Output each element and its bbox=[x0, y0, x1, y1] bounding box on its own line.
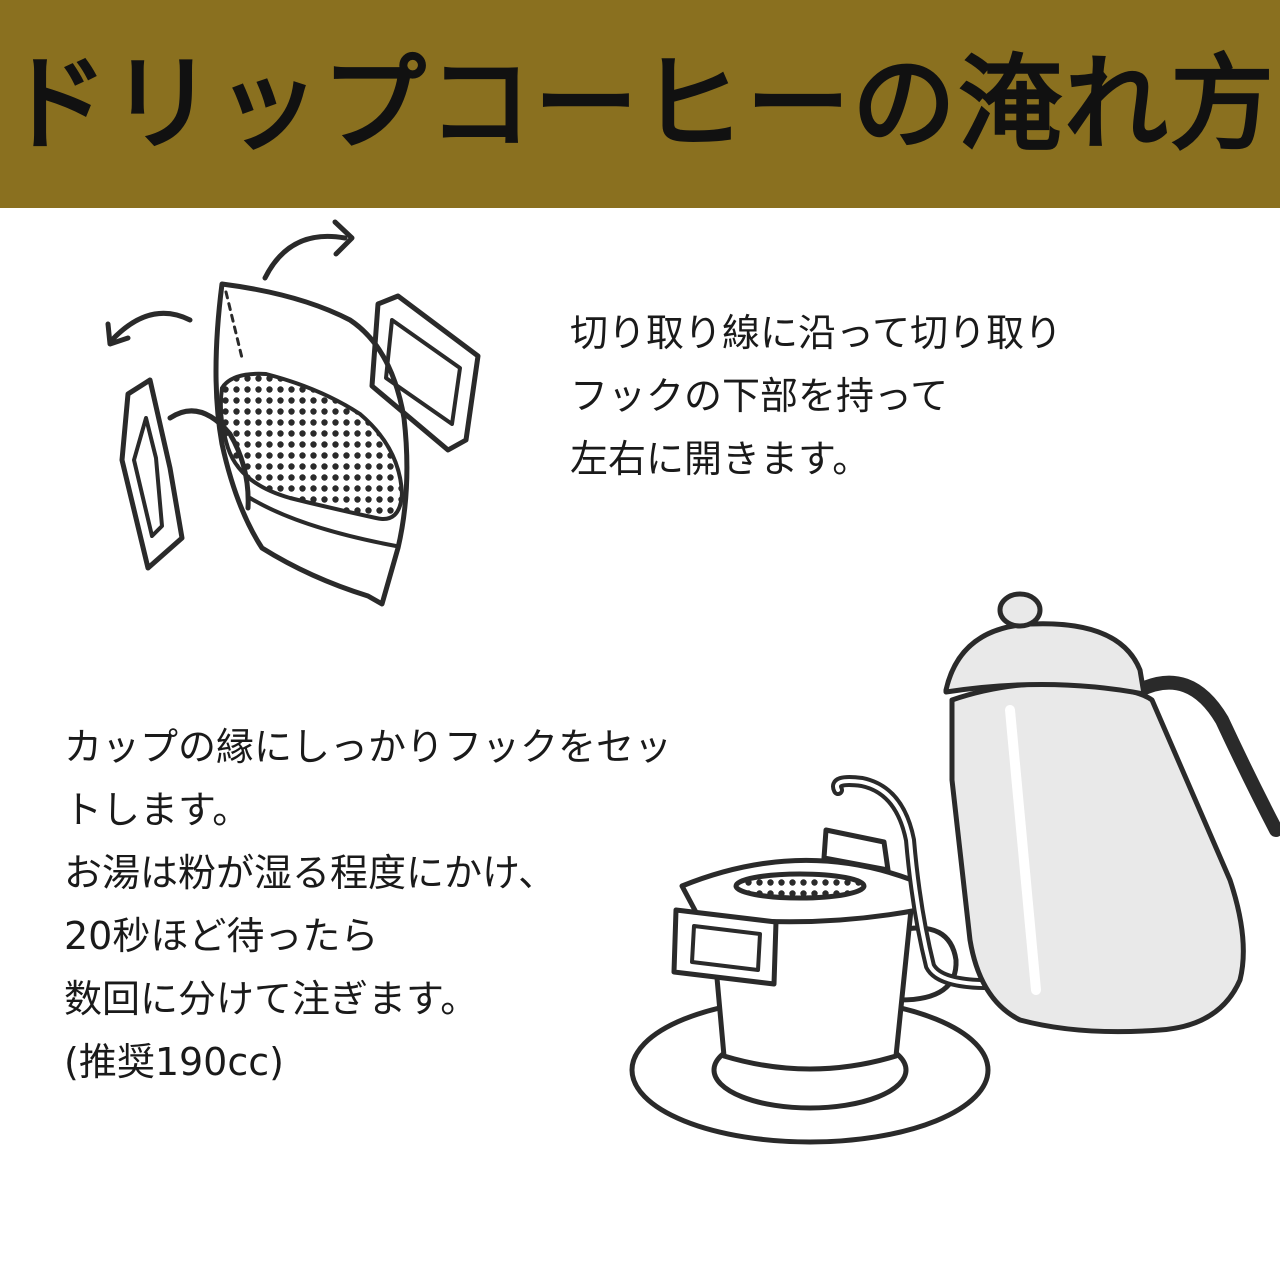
pouring-illustration bbox=[629, 591, 1280, 1145]
drip-bag-body bbox=[213, 281, 410, 607]
step-2-line: 数回に分けて注ぎます。 bbox=[64, 977, 479, 1021]
drip-bag-illustration bbox=[105, 219, 481, 607]
bag-flap-right bbox=[369, 293, 481, 453]
step-2-line: 20秒ほど待ったら bbox=[64, 914, 379, 958]
step-1-line: 切り取り線に沿って切り取り bbox=[570, 311, 1063, 355]
open-arrow-top-icon bbox=[262, 233, 348, 281]
bag-flap-left bbox=[119, 377, 185, 571]
step-2-line: トします。 bbox=[64, 788, 251, 832]
coffee-grounds-dots bbox=[218, 371, 405, 521]
title-banner: ドリップコーヒーの淹れ方 bbox=[0, 0, 1280, 208]
kettle-lid bbox=[943, 621, 1147, 697]
page-title: ドリップコーヒーの淹れ方 bbox=[3, 43, 1276, 165]
step-1-line: 左右に開きます。 bbox=[570, 437, 871, 481]
step-2-instructions: カップの縁にしっかりフックをセッ トします。 お湯は粉が湿る程度にかけ、 20秒… bbox=[64, 716, 672, 1094]
kettle-handle bbox=[1133, 675, 1280, 837]
open-arrow-left-icon bbox=[109, 310, 193, 343]
kettle-body bbox=[949, 680, 1246, 1035]
step-1-instructions: 切り取り線に沿って切り取り フックの下部を持って 左右に開きます。 bbox=[570, 302, 1062, 491]
step-2-line: お湯は粉が湿る程度にかけ、 bbox=[64, 851, 557, 895]
step-2-line: (推奨190cc) bbox=[64, 1040, 284, 1084]
step-1-line: フックの下部を持って bbox=[570, 374, 949, 418]
step-2-line: カップの縁にしっかりフックをセッ bbox=[64, 725, 673, 769]
